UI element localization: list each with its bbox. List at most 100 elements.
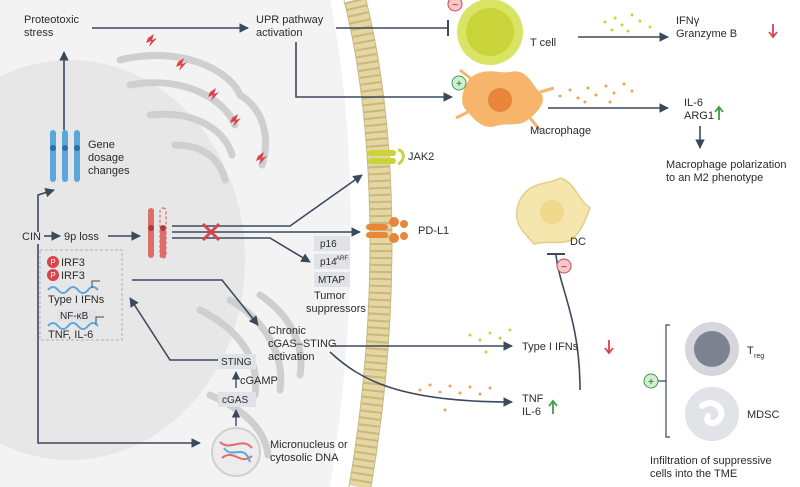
chronic-label-line1: Chronic — [268, 325, 306, 337]
9p-loss-label: 9p loss — [64, 231, 99, 243]
proteotoxic-stress-label-line1: Proteotoxic — [24, 14, 80, 26]
chromosomes-red-icon — [148, 207, 167, 259]
treg-cell — [685, 322, 739, 376]
plus-sign-macrophage: + — [456, 79, 462, 90]
il6-right-label: IL-6 — [522, 406, 541, 418]
ifn-secretion-dots — [468, 328, 512, 354]
mdsc-label: MDSC — [747, 409, 779, 421]
upr-label-line2: activation — [256, 27, 302, 39]
cell-membrane — [343, 0, 393, 487]
plus-sign-suppressive: + — [648, 377, 654, 388]
infiltration-label-line1: Infiltration of suppressive — [650, 455, 772, 467]
p14-box — [314, 254, 350, 269]
infiltration-label-line2: cells into the TME — [650, 468, 737, 480]
up-arrow-il6-arg1 — [714, 105, 724, 120]
loss-x-icon — [201, 222, 221, 242]
tnf-secretion-dots — [418, 383, 492, 412]
cgas-box — [218, 392, 256, 407]
treg-sub-label: reg — [754, 353, 764, 360]
transcription-box — [39, 249, 123, 341]
dna-helix-icon-2 — [47, 322, 99, 330]
jak2-receptor — [368, 148, 405, 166]
down-arrow-ifng — [768, 24, 778, 39]
arrow-cin-to-micronucleus — [37, 244, 201, 448]
tnf-box-label: TNF, IL-6 — [48, 329, 93, 341]
granzyme-label: Granzyme B — [676, 28, 737, 40]
nfkb-box — [57, 310, 97, 322]
tumor-suppressors-label-line1: Tumor — [314, 290, 346, 302]
phospho-badge-2 — [47, 269, 59, 281]
p16-label: p16 — [320, 239, 337, 250]
gene-dosage-label-line3: changes — [88, 165, 130, 177]
arrow-box-to-chronic — [132, 279, 259, 326]
gene-dosage-label-line1: Gene — [88, 139, 115, 151]
t-cell — [457, 0, 523, 65]
treg-label: T — [747, 345, 754, 357]
minus-sign-dc: − — [561, 262, 567, 273]
dendritic-cell — [515, 177, 591, 245]
p16-box — [314, 236, 350, 251]
macrophage-label: Macrophage — [530, 125, 591, 137]
stress-lightning-icons — [146, 34, 267, 165]
minus-sign-tcell: − — [452, 0, 458, 11]
nfkb-label: NF-κB — [60, 311, 89, 322]
tumor-suppressors-label-line2: suppressors — [306, 303, 366, 315]
mtap-label: MTAP — [318, 275, 345, 286]
micronucleus-label-line2: cytosolic DNA — [270, 452, 339, 464]
cin-label: CIN — [22, 231, 41, 243]
up-arrow-tnf — [548, 399, 558, 414]
minus-badge-tcell — [447, 0, 463, 12]
upr-label-line1: UPR pathway — [256, 14, 324, 26]
phospho-badge-1-text: P — [50, 258, 55, 267]
arrow-9p-to-jak2 — [172, 174, 363, 227]
plus-badge-suppressive — [643, 373, 659, 389]
down-arrow-ifn — [604, 340, 614, 355]
chronic-label-line3: activation — [268, 351, 314, 363]
arrow-chronic-to-tnf — [329, 351, 513, 407]
irf3-label-2: IRF3 — [61, 270, 85, 282]
proteotoxic-stress-label-line2: stress — [24, 27, 54, 39]
jak2-label: JAK2 — [408, 151, 434, 163]
pdl1-label: PD-L1 — [418, 225, 449, 237]
m2-label-line1: Macrophage polarization — [666, 159, 786, 171]
ifng-label: IFNγ — [676, 15, 700, 27]
mtap-box — [314, 272, 350, 287]
micronucleus-label-line1: Micronucleus or — [270, 439, 348, 451]
dna-helix-icon-1 — [47, 286, 99, 294]
gene-dosage-label-line2: dosage — [88, 152, 124, 164]
arrow-upr-to-macrophage — [295, 42, 453, 102]
macrophage — [455, 68, 555, 131]
pdl1-receptor — [366, 217, 408, 243]
arrow-cin-to-gene — [37, 187, 55, 232]
tnf-right-label: TNF — [522, 393, 544, 405]
endoplasmic-reticulum — [116, 52, 305, 459]
type1-box-label: Type I IFNs — [48, 294, 105, 306]
promoter-arrow-icon-1 — [91, 280, 100, 288]
macrophage-secretion-dots — [558, 82, 634, 104]
chronic-label-line2: cGAS–STING — [268, 338, 336, 350]
promoter-arrow-icon-2 — [95, 316, 104, 324]
tcell-secretion-dots — [603, 13, 652, 33]
chromosomes-blue-icon — [50, 130, 80, 182]
plus-badge-macrophage — [451, 75, 467, 91]
arrow-sting-to-box — [129, 297, 218, 361]
p14-sup-label: ARF — [336, 256, 348, 262]
arg1-label: ARG1 — [684, 110, 714, 122]
phospho-badge-1 — [47, 256, 59, 268]
minus-badge-dc — [556, 258, 572, 274]
il6-top-label: IL-6 — [684, 97, 703, 109]
t-cell-label: T cell — [530, 37, 556, 49]
irf3-label-1: IRF3 — [61, 257, 85, 269]
sting-label: STING — [221, 357, 252, 368]
p14-label: p14 — [320, 257, 337, 268]
micronucleus-icon — [211, 427, 261, 477]
mdsc-cell — [685, 387, 739, 441]
cgas-label: cGAS — [222, 395, 248, 406]
type1-ifn-right-label: Type I IFNs — [522, 341, 579, 353]
dc-label: DC — [570, 236, 586, 248]
cgamp-label: cGAMP — [240, 375, 278, 387]
phospho-badge-2-text: P — [50, 271, 55, 280]
m2-label-line2: to an M2 phenotype — [666, 172, 763, 184]
